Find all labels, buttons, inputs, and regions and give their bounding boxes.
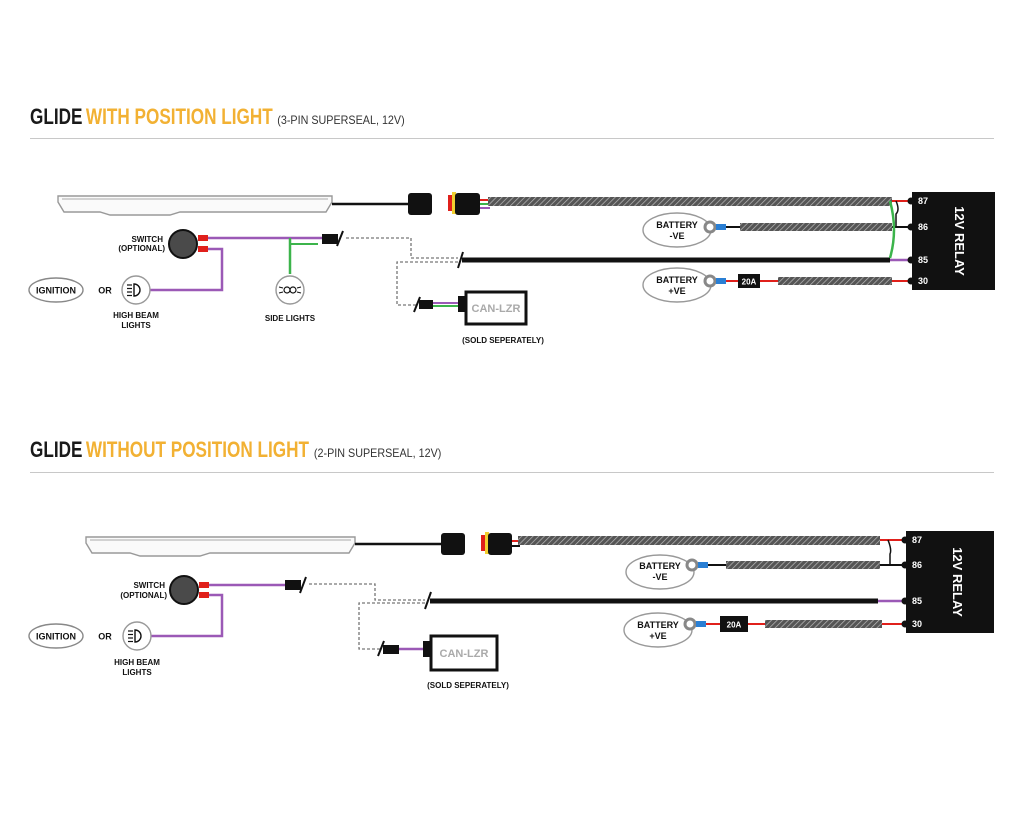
wiring-diagram-with-position-light: SWITCH (OPTIONAL) IGNITION OR HIGH BEAM … xyxy=(28,192,995,345)
battery-pos-label: BATTERY xyxy=(656,275,698,285)
pin-87: 87 xyxy=(912,535,922,545)
ignition-label: IGNITION xyxy=(36,286,76,296)
pin-87: 87 xyxy=(918,196,928,206)
battery-neg-sign: -VE xyxy=(652,572,667,582)
terminal-blue xyxy=(716,224,726,230)
title-prefix: GLIDE xyxy=(30,437,83,462)
ignition-label: IGNITION xyxy=(36,632,76,642)
battery-positive-badge xyxy=(623,612,693,648)
battery-neg-label: BATTERY xyxy=(656,220,698,230)
switch-optional-label: (OPTIONAL) xyxy=(118,244,165,253)
pin-85: 85 xyxy=(918,255,928,265)
relay-12v xyxy=(901,531,994,633)
switch-label: SWITCH xyxy=(133,581,165,590)
battery-pos-label: BATTERY xyxy=(637,620,679,630)
pin-85: 85 xyxy=(912,596,922,606)
switch-optional[interactable] xyxy=(168,229,208,259)
wire-switch-to-highbeam xyxy=(150,247,224,292)
switch-label: SWITCH xyxy=(131,235,163,244)
wire-green-bridge xyxy=(888,200,896,259)
canlzr-module xyxy=(464,290,528,326)
switch-optional-label: (OPTIONAL) xyxy=(120,591,167,600)
high-beam-icon xyxy=(122,621,152,651)
dashed-link-top xyxy=(346,237,458,259)
harness-cable-30 xyxy=(765,620,882,628)
ignition-badge xyxy=(28,277,84,303)
relay-12v xyxy=(907,192,995,290)
harness-cable-86 xyxy=(726,561,880,569)
high-beam-lights-label: LIGHTS xyxy=(122,668,152,677)
battery-negative-badge xyxy=(642,212,712,248)
pin-30: 30 xyxy=(912,619,922,629)
connector-female[interactable] xyxy=(481,532,512,555)
title-highlight: WITH POSITION LIGHT xyxy=(85,104,273,129)
sold-separately-label: (SOLD SEPERATELY) xyxy=(462,336,544,345)
light-bar xyxy=(85,536,356,557)
title-suffix: (3-PIN SUPERSEAL, 12V) xyxy=(277,113,405,127)
battery-negative-badge xyxy=(625,554,695,590)
battery-positive-badge xyxy=(642,267,712,303)
harness-cable-87 xyxy=(488,197,892,206)
fuse-20a xyxy=(720,616,748,632)
section-title-with-position-light: GLIDE WITH POSITION LIGHT (3-PIN SUPERSEA… xyxy=(30,104,489,130)
harness-cable-30 xyxy=(778,277,892,285)
ring-terminal-pos xyxy=(703,274,717,288)
ring-terminal-neg xyxy=(703,220,717,234)
or-label: OR xyxy=(98,632,112,642)
connector-male[interactable] xyxy=(408,193,432,215)
pin-30: 30 xyxy=(918,276,928,286)
connector-male[interactable] xyxy=(441,533,465,555)
dashed-link-bottom xyxy=(358,602,425,650)
relay-label: 12V RELAY xyxy=(952,206,967,276)
sold-separately-label: (SOLD SEPERATELY) xyxy=(427,681,509,690)
canlzr-plug-end xyxy=(322,234,338,244)
battery-neg-sign: -VE xyxy=(669,231,684,241)
battery-pos-sign: +VE xyxy=(668,286,685,296)
canlzr-module xyxy=(429,634,499,672)
fuse-20a xyxy=(738,274,760,288)
light-bar xyxy=(57,195,333,216)
title-prefix: GLIDE xyxy=(30,104,83,129)
pin-86: 86 xyxy=(918,222,928,232)
wire-switch-to-highbeam xyxy=(150,593,224,638)
connector-female[interactable] xyxy=(448,192,480,215)
battery-pos-sign: +VE xyxy=(649,631,666,641)
high-beam-label: HIGH BEAM xyxy=(113,311,159,320)
canlzr-label: CAN-LZR xyxy=(472,303,521,315)
fuse-label: 20A xyxy=(727,621,742,630)
ignition-badge xyxy=(28,623,84,649)
high-beam-label: HIGH BEAM xyxy=(114,658,160,667)
dashed-link-bottom xyxy=(396,261,458,306)
pin-86: 86 xyxy=(912,560,922,570)
side-lights-label: SIDE LIGHTS xyxy=(265,314,316,323)
title-suffix: (2-PIN SUPERSEAL, 12V) xyxy=(313,446,442,460)
title-highlight: WITHOUT POSITION LIGHT xyxy=(85,437,309,462)
high-beam-lights-label: LIGHTS xyxy=(121,321,151,330)
wiring-diagram-without-position-light: SWITCH (OPTIONAL) IGNITION OR HIGH BEAM … xyxy=(28,531,994,690)
harness-cable-87 xyxy=(518,536,880,545)
high-beam-icon xyxy=(121,275,151,305)
switch-optional[interactable] xyxy=(169,575,209,605)
dashed-link-top xyxy=(309,583,425,601)
section-title-without-position-light: GLIDE WITHOUT POSITION LIGHT (2-PIN SUPER… xyxy=(30,437,536,463)
or-label: OR xyxy=(98,286,112,296)
relay-label: 12V RELAY xyxy=(950,547,965,617)
harness-cable-86 xyxy=(740,223,892,231)
section-divider xyxy=(30,472,994,473)
canlzr-label: CAN-LZR xyxy=(440,648,489,660)
section-divider xyxy=(30,138,994,139)
side-lights-icon xyxy=(275,275,305,305)
fuse-label: 20A xyxy=(742,278,757,287)
battery-neg-label: BATTERY xyxy=(639,561,681,571)
